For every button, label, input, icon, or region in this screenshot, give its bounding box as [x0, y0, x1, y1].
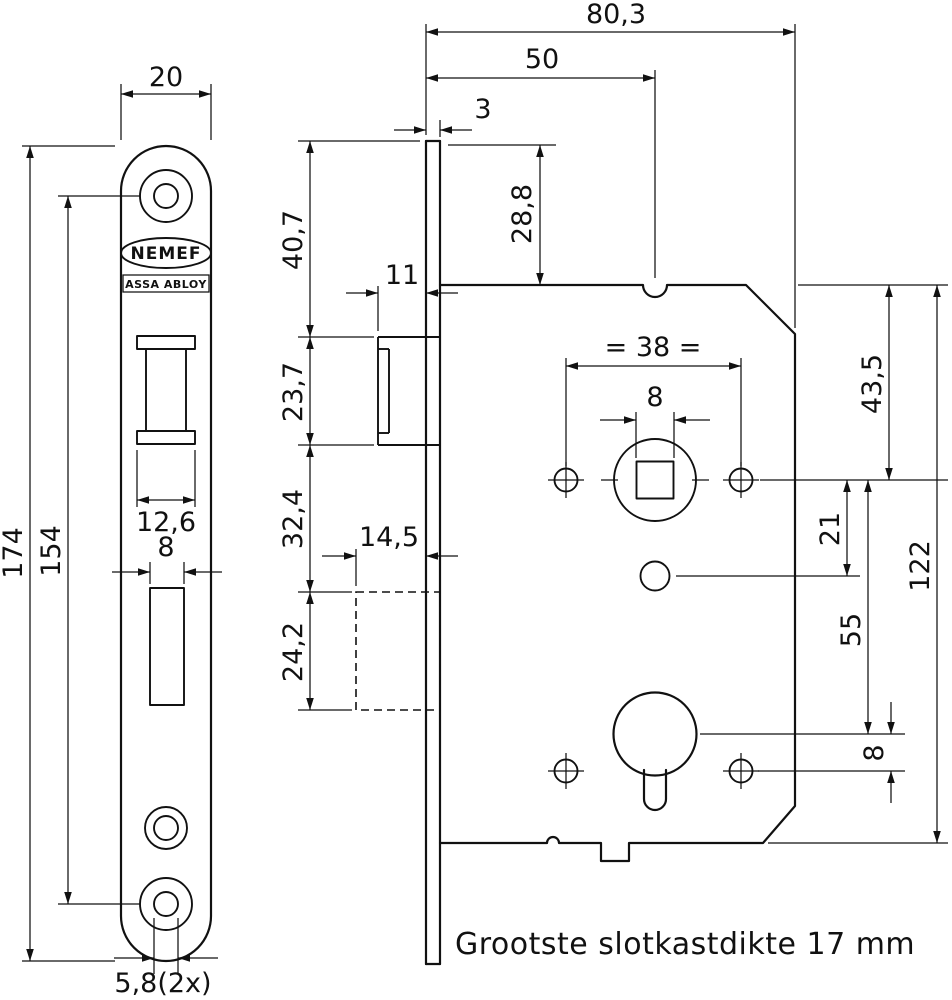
spindle-follower	[601, 438, 709, 522]
svg-text:21: 21	[815, 512, 846, 546]
aux-hole	[639, 560, 671, 592]
svg-text:55: 55	[836, 613, 867, 647]
svg-text:20: 20	[149, 62, 183, 93]
dead-bolt-hidden	[355, 591, 441, 711]
dim-top-to-latch: 40,7	[278, 210, 309, 270]
dim-faceplate-width: 20	[120, 62, 212, 140]
faceplate-dimensions: 20 174 154 12,6 8	[0, 62, 222, 999]
note-max-bolt-thickness: Grootste slotkastdikte 17 mm	[455, 927, 915, 962]
latch-cutout	[136, 335, 196, 445]
lock-case-dimensions: 80,3 50 3 28,8	[278, 0, 948, 844]
brand-logo: NEMEF ASSA ABLOY	[120, 237, 212, 293]
brand-name: NEMEF	[131, 244, 202, 264]
dim-bolt-height: 24,2	[278, 622, 309, 682]
svg-text:8: 8	[859, 744, 890, 761]
svg-text:11: 11	[385, 260, 419, 291]
dim-backset: 50	[426, 44, 656, 278]
dim-latch-cutout-width: 12,6	[136, 450, 196, 538]
case-outline	[438, 283, 797, 863]
svg-text:43,5: 43,5	[857, 354, 888, 414]
dim-top-to-case: 28,8	[448, 144, 556, 285]
svg-text:154: 154	[36, 525, 67, 577]
dim-overall-depth: 80,3	[425, 0, 796, 328]
svg-text:14,5: 14,5	[359, 522, 419, 553]
svg-text:8: 8	[646, 382, 663, 413]
faceplate-edge	[424, 139, 442, 966]
dim-spindle-square: 8	[600, 382, 710, 458]
faceplate-outline	[119, 144, 213, 963]
dim-bolt-protrusion: 14,5	[322, 522, 458, 586]
svg-text:= 38 =: = 38 =	[605, 332, 702, 363]
dim-total-height: 174	[0, 145, 115, 962]
svg-text:5,8(2x): 5,8(2x)	[114, 968, 211, 999]
brand-group-name: ASSA ABLOY	[125, 278, 207, 291]
dim-cylinder-to-fixing: 8	[859, 702, 895, 803]
lock-case-view	[355, 139, 797, 966]
bottom-screw-hole-outer	[139, 877, 193, 931]
svg-text:8: 8	[157, 532, 174, 563]
dim-latch-height: 23,7	[278, 362, 309, 422]
dim-left-chain: 40,7 23,7 32,4 24,2	[278, 140, 420, 711]
brand-oval	[120, 237, 212, 269]
dim-spindle-to-cylinder: 55	[836, 480, 872, 734]
svg-text:122: 122	[905, 540, 936, 592]
dim-screw-spacing: 154	[36, 195, 140, 905]
dim-screw-hole-diameter: 5,8(2x)	[114, 918, 218, 999]
latch-bolt	[377, 336, 440, 446]
svg-text:28,8: 28,8	[507, 184, 538, 244]
mid-screw-hole-inner	[153, 815, 179, 841]
dim-fixing-hole-spacing: = 38 =	[565, 332, 742, 466]
svg-text:3: 3	[474, 94, 491, 125]
brand-group-box	[122, 274, 210, 293]
bottom-screw-hole-inner	[153, 891, 179, 917]
dim-bolt-cutout-width: 8	[112, 532, 222, 584]
spindle-square-hole	[635, 460, 675, 500]
faceplate-view: NEMEF ASSA ABLOY	[119, 144, 213, 963]
svg-text:80,3: 80,3	[586, 0, 646, 30]
svg-text:174: 174	[0, 527, 29, 579]
dim-case-height: 122	[905, 285, 941, 843]
dim-latch-protrusion: 11	[346, 260, 458, 331]
mid-screw-hole-outer	[144, 806, 188, 850]
svg-text:50: 50	[525, 44, 559, 75]
top-screw-hole-inner	[153, 183, 179, 209]
svg-text:12,6: 12,6	[136, 507, 196, 538]
bolt-cutout	[149, 587, 185, 706]
cylinder-hole	[612, 691, 698, 812]
dim-case-top-to-spindle: 43,5	[857, 285, 893, 480]
fixing-hole-upper-left	[548, 462, 584, 498]
top-screw-hole-outer	[139, 169, 193, 223]
dim-faceplate-thickness: 3	[394, 94, 492, 137]
dim-spindle-to-aux: 21	[815, 480, 851, 576]
fixing-hole-lower-left	[548, 753, 584, 789]
fixing-hole-upper-right	[723, 462, 759, 498]
dim-latch-to-bolt: 32,4	[278, 489, 309, 549]
fixing-hole-lower-right	[723, 753, 759, 789]
